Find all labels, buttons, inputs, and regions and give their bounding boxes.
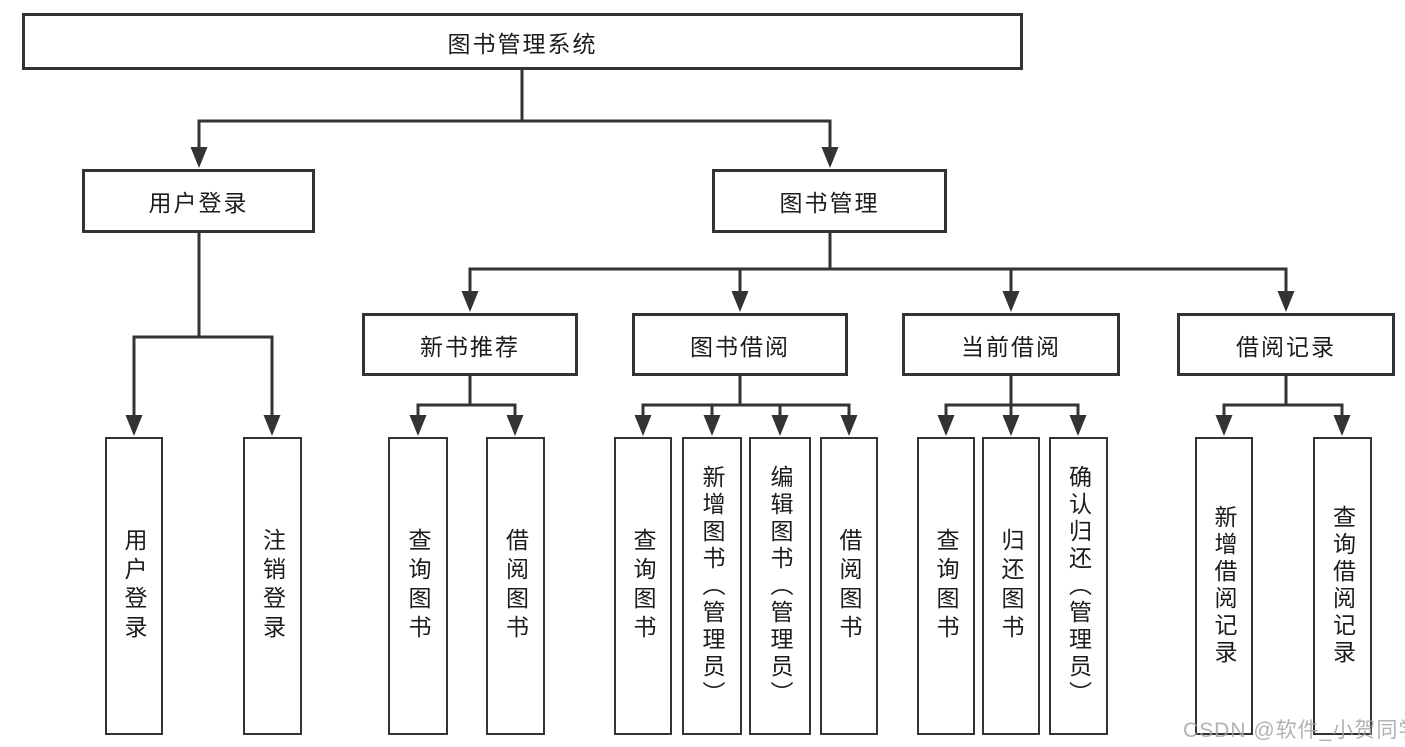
connector-arrowheads [125, 147, 1351, 436]
leaf-logout: 注销登录 [243, 437, 302, 735]
csdn-watermark: CSDN @软件_小贺同学 [1183, 719, 1405, 742]
leaf-user-login: 用户登录 [105, 437, 163, 735]
leaf-return-books: 归还图书 [982, 437, 1040, 735]
leaf-confirm-return-admin: 确认归还（管理员） [1049, 437, 1108, 735]
leaf-add-books-admin: 新增图书（管理员） [682, 437, 742, 735]
node-new-book-recommend: 新书推荐 [362, 313, 578, 376]
node-current-borrow: 当前借阅 [902, 313, 1120, 376]
leaf-query-books-1: 查询图书 [388, 437, 448, 735]
node-book-borrow: 图书借阅 [632, 313, 848, 376]
node-root-library-system: 图书管理系统 [22, 13, 1023, 70]
node-book-management: 图书管理 [712, 169, 947, 233]
leaf-query-books-2: 查询图书 [614, 437, 672, 735]
leaf-borrow-books-2: 借阅图书 [820, 437, 878, 735]
leaf-query-books-3: 查询图书 [917, 437, 975, 735]
node-user-login: 用户登录 [82, 169, 315, 233]
leaf-query-borrow-record: 查询借阅记录 [1313, 437, 1372, 735]
node-borrow-record: 借阅记录 [1177, 313, 1395, 376]
leaf-add-borrow-record: 新增借阅记录 [1195, 437, 1253, 735]
leaf-borrow-books-1: 借阅图书 [486, 437, 545, 735]
leaf-edit-books-admin: 编辑图书（管理员） [749, 437, 811, 735]
